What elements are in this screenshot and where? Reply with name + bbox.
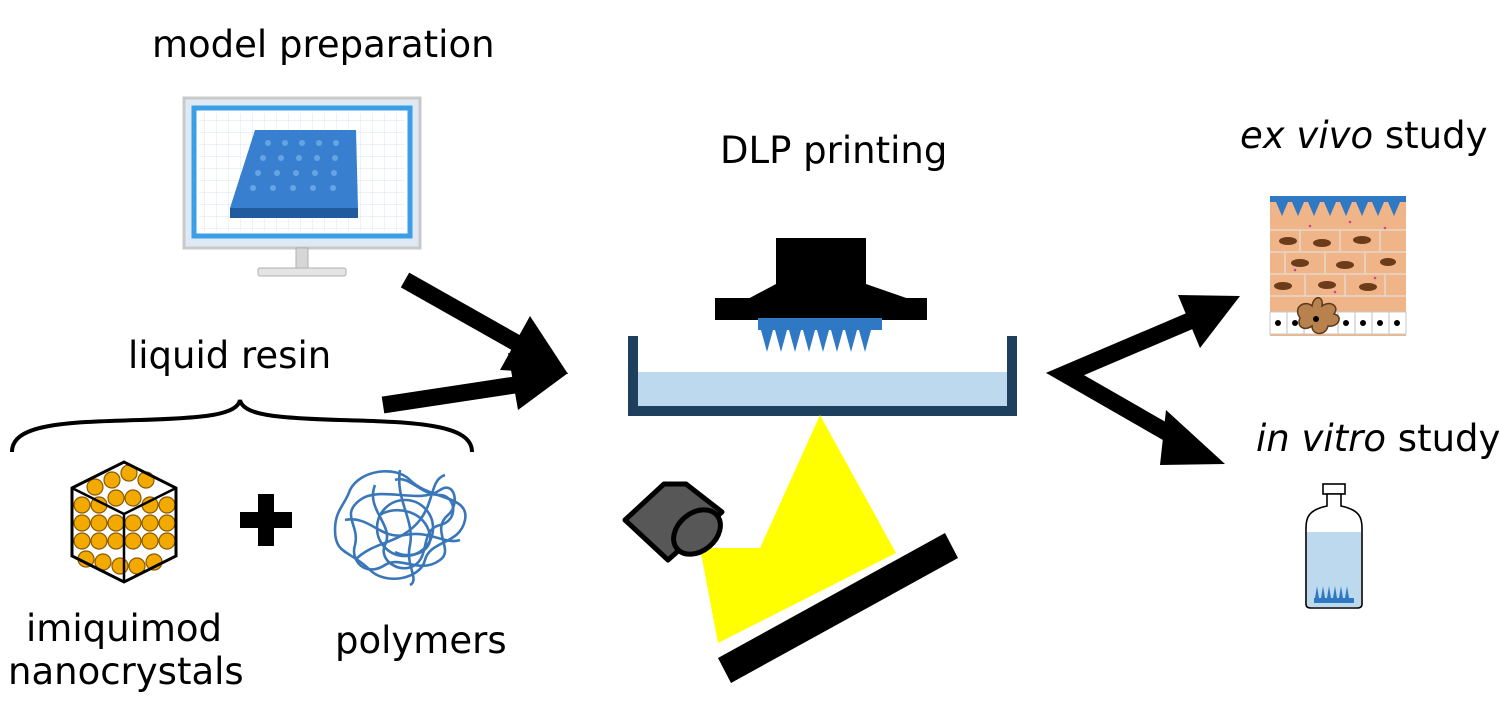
label-imiquimod-line1: imiquimod	[26, 607, 222, 650]
label-in-vitro-italic: in vitro	[1256, 417, 1387, 460]
label-dlp-printing: DLP printing	[720, 129, 948, 172]
label-imiquimod-nanocrystals: imiquimod nanocrystals	[8, 607, 244, 693]
label-polymers: polymers	[335, 619, 507, 662]
mirror	[718, 533, 958, 683]
skin-tissue-icon	[1269, 196, 1407, 336]
arrow-model-to-dlp	[400, 272, 568, 374]
label-model-preparation: model preparation	[152, 23, 495, 66]
label-in-vitro-study: in vitro study	[1256, 417, 1500, 461]
label-in-vitro-rest: study	[1386, 417, 1500, 460]
label-ex-vivo-study: ex vivo study	[1240, 114, 1488, 158]
nanocrystal-cube-icon	[70, 460, 178, 584]
arrow-dlp-to-studies	[1045, 295, 1240, 465]
dendritic-cell	[1296, 297, 1340, 335]
plus-icon	[240, 494, 292, 546]
label-imiquimod-line2: nanocrystals	[8, 649, 244, 693]
dlp-printer	[622, 238, 1017, 683]
polymer-coil-icon	[333, 469, 467, 587]
label-ex-vivo-italic: ex vivo	[1240, 114, 1374, 157]
brace-icon	[10, 399, 474, 453]
monitor-icon	[182, 96, 422, 277]
projector-icon	[622, 481, 725, 563]
light-beam	[700, 415, 896, 643]
arrow-resin-to-dlp	[381, 353, 568, 414]
label-liquid-resin: liquid resin	[128, 334, 332, 377]
bottle-icon	[1305, 483, 1363, 609]
label-ex-vivo-rest: study	[1373, 114, 1488, 157]
